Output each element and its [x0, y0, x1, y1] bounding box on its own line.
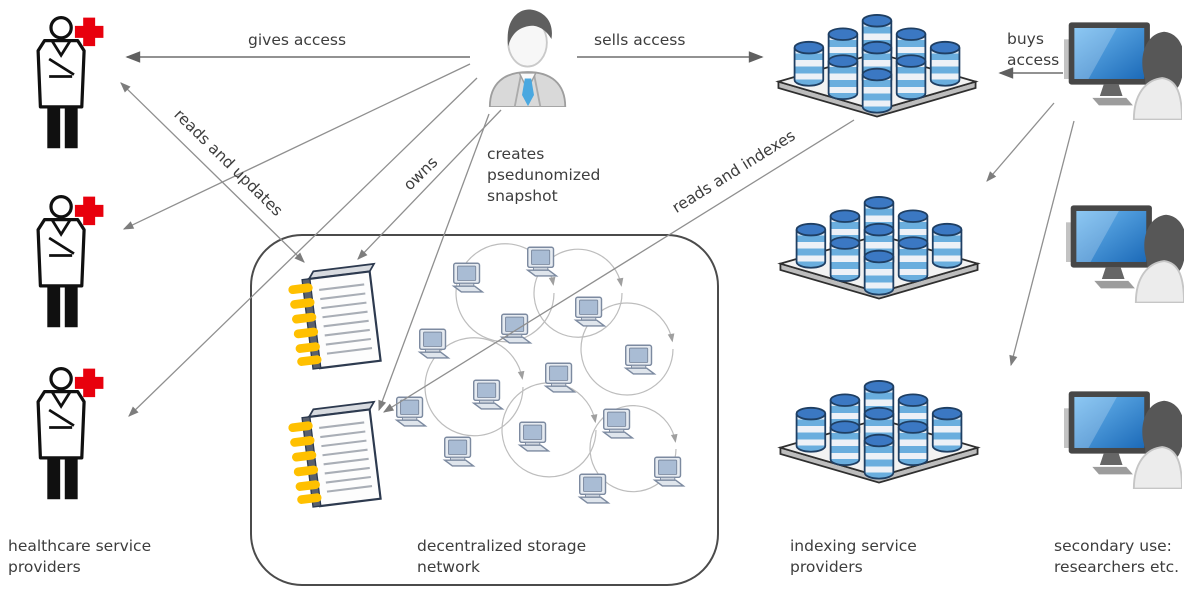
edge-reads-and-updates — [120, 82, 305, 263]
researcher-computer-icon-1 — [1064, 20, 1182, 120]
computer-node-icon — [620, 344, 662, 379]
doctor-icon-1 — [22, 13, 114, 151]
owns-label: owns — [399, 153, 442, 195]
database-stack-icon-3 — [768, 376, 990, 488]
computer-node-icon — [649, 456, 691, 491]
computer-node-icon — [448, 262, 490, 297]
gives-access-label: gives access — [248, 31, 347, 49]
edge-gives-access-provider2 — [122, 63, 471, 230]
secondary-use-caption: secondary use: researchers etc. — [1054, 537, 1180, 576]
doctor-icon-2 — [22, 192, 114, 330]
storage-network-caption: decentralized storage network — [417, 537, 587, 576]
computer-node-icon — [496, 313, 538, 348]
computer-node-icon — [468, 379, 510, 414]
healthcare-providers-caption: healthcare service providers — [8, 537, 152, 576]
database-stack-icon-2 — [768, 192, 990, 304]
edge-researcher-stack2 — [986, 102, 1055, 182]
indexing-providers-caption: indexing service providers — [790, 537, 917, 576]
reads-and-updates-label: reads and updates — [170, 105, 287, 220]
computer-node-icon — [598, 408, 640, 443]
sells-access-label: sells access — [594, 31, 686, 49]
doctor-icon-3 — [22, 364, 114, 502]
creates-snapshot-label: creates psedunomized snapshot — [487, 145, 601, 205]
computer-node-icon — [439, 436, 481, 471]
computer-node-icon — [574, 473, 616, 508]
computer-node-icon — [522, 246, 564, 281]
database-stack-icon-1 — [766, 10, 988, 122]
edge-researcher-stack3 — [1009, 120, 1075, 367]
computer-node-icon — [391, 396, 433, 431]
computer-node-icon — [570, 296, 612, 331]
medical-record-icon-1 — [286, 254, 382, 374]
business-person-icon — [483, 4, 573, 107]
computer-node-icon — [514, 421, 556, 456]
researcher-computer-icon-3 — [1064, 389, 1182, 489]
computer-node-icon — [414, 328, 456, 363]
researcher-computer-icon-2 — [1066, 203, 1184, 303]
medical-record-icon-2 — [286, 392, 382, 512]
buys-access-label: buys access — [1007, 30, 1060, 69]
computer-node-icon — [540, 362, 582, 397]
